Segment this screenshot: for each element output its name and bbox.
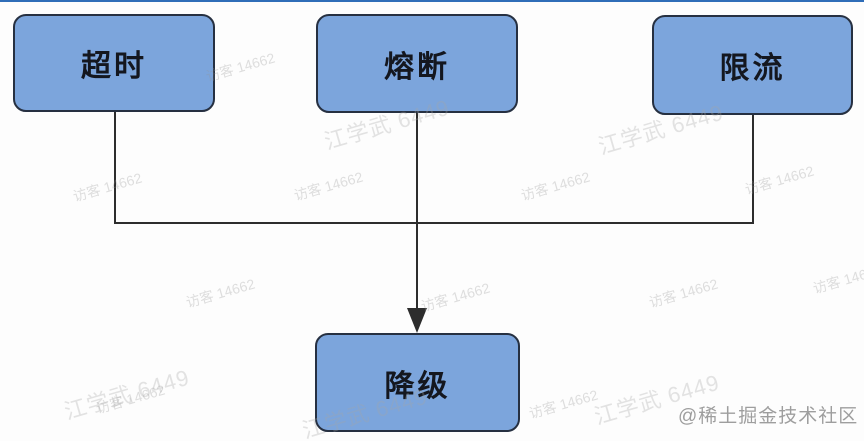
- node-timeout-label: 超时: [81, 50, 147, 83]
- node-circuit-break-label: 熔断: [384, 50, 450, 84]
- node-rate-limit: 限流: [652, 15, 853, 115]
- node-circuit-break: 熔断: [316, 14, 518, 113]
- arrow-down-head-icon: [407, 308, 427, 333]
- node-timeout: 超时: [13, 14, 215, 112]
- node-degrade: 降级: [315, 333, 520, 432]
- node-degrade-label: 降级: [384, 369, 451, 403]
- credit-watermark: @稀土掘金技术社区: [678, 406, 859, 427]
- top-accent-bar: [0, 0, 864, 2]
- node-rate-limit-label: 限流: [719, 52, 786, 85]
